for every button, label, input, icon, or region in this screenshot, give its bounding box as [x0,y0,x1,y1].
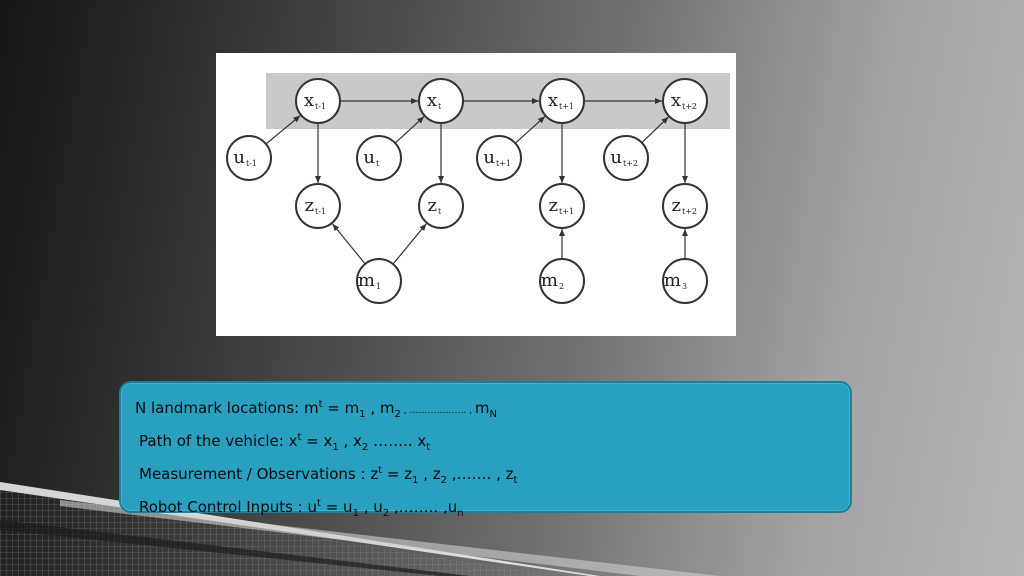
node-symbol: u [483,147,495,168]
node-symbol: m [358,270,375,291]
node-circle [418,78,464,124]
node-symbol: u [233,147,245,168]
node-circle [539,258,585,304]
node-subscript: t+1 [496,159,511,168]
node-circle [539,183,585,229]
vehicle-path-line: Path of the vehicle: xt = x1 , x2 …….. x… [139,432,431,453]
node-symbol: x [548,90,558,111]
control-inputs-line: Robot Control Inputs : ut = u1 , u2 ,…….… [139,498,464,519]
node-subscript: t-1 [315,102,326,111]
node-subscript: 2 [559,282,564,291]
node-circle [662,78,708,124]
edge-u_t-to-x_t [394,116,425,144]
node-symbol: m [541,270,558,291]
node-circle [476,135,522,181]
node-symbol: z [549,195,558,216]
node-circle [603,135,649,181]
node-subscript: t [376,159,380,168]
edge-u_tp1-to-x_tp1 [514,115,546,144]
node-circle [295,78,341,124]
node-subscript: t+1 [559,207,574,216]
node-symbol: u [363,147,375,168]
definitions-box: N landmark locations: mt = m1 , m2 , ………… [119,381,852,519]
node-subscript: t-1 [315,207,326,216]
node-circle [356,258,402,304]
node-subscript: 3 [682,282,687,291]
node-subscript: t+2 [682,102,697,111]
node-symbol: z [428,195,437,216]
edge-m_1-to-z_tm1 [332,223,366,265]
edge-u_tp2-to-x_tp2 [641,116,669,144]
node-symbol: m [664,270,681,291]
node-circle [662,183,708,229]
node-circle [226,135,272,181]
node-symbol: x [304,90,314,111]
node-symbol: z [672,195,681,216]
edge-m_1-to-z_t [392,223,427,265]
observations-line: Measurement / Observations : zt = z1 , z… [139,465,518,486]
node-circle [418,183,464,229]
node-circle [539,78,585,124]
node-circle [662,258,708,304]
node-symbol: x [671,90,681,111]
node-symbol: u [610,147,622,168]
node-subscript: t [438,207,442,216]
node-subscript: t+2 [623,159,638,168]
node-subscript: t+2 [682,207,697,216]
node-symbol: x [427,90,437,111]
node-subscript: t+1 [559,102,574,111]
node-circle [295,183,341,229]
node-subscript: t [438,102,442,111]
node-subscript: t-1 [246,159,257,168]
node-symbol: z [305,195,314,216]
landmark-locations-line: N landmark locations: mt = m1 , m2 , ………… [135,399,498,420]
node-circle [356,135,402,181]
node-subscript: 1 [376,282,381,291]
edge-u_tm1-to-x_tm1 [265,115,301,145]
